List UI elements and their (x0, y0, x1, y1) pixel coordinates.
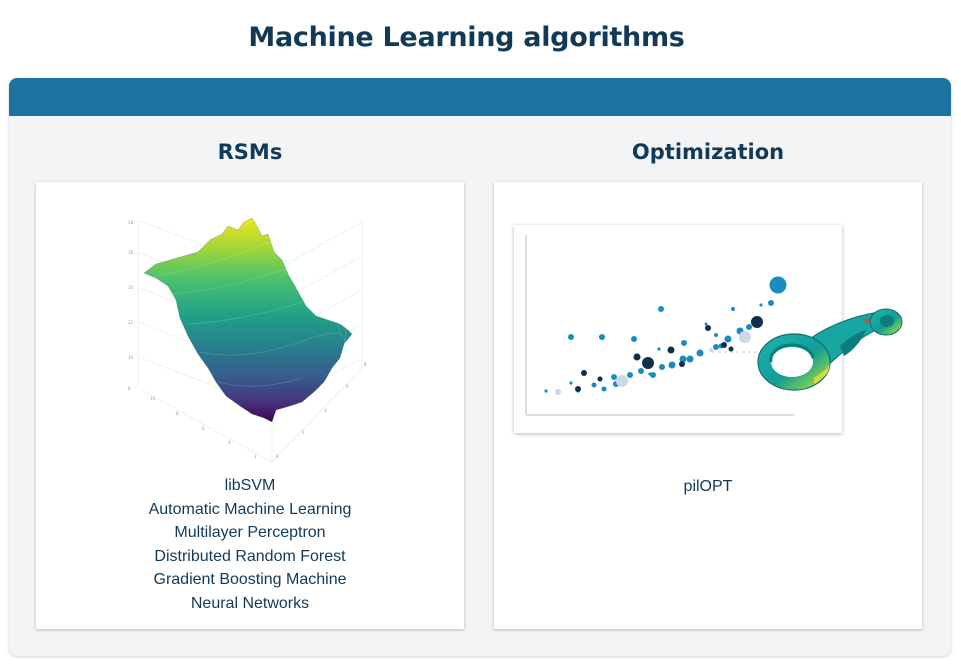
svg-text:6: 6 (202, 426, 205, 431)
svg-text:4: 4 (324, 408, 327, 413)
optimization-title: Optimization (631, 140, 785, 164)
svg-text:16: 16 (128, 250, 134, 255)
surface-plot-icon: 18 16 14 12 10 8 10 8 6 4 2 0 2 4 6 8 (128, 217, 367, 462)
page-title: Machine Learning algorithms (248, 22, 685, 53)
list-item: Multilayer Perceptron (174, 524, 326, 542)
list-item: Distributed Random Forest (154, 547, 346, 565)
panel-header-bar (9, 78, 951, 116)
mechanical-part-icon (757, 308, 903, 391)
svg-text:14: 14 (128, 285, 134, 290)
svg-text:12: 12 (128, 320, 134, 325)
rsms-title: RSMs (217, 140, 283, 164)
svg-text:0: 0 (276, 454, 279, 459)
svg-text:10: 10 (150, 396, 156, 401)
list-item: Neural Networks (190, 594, 310, 612)
svg-text:8: 8 (128, 386, 131, 391)
list-item: Automatic Machine Learning (148, 500, 352, 518)
svg-text:2: 2 (302, 430, 305, 435)
svg-text:10: 10 (128, 355, 134, 360)
scatter-plot-icon (525, 235, 794, 416)
svg-text:18: 18 (128, 220, 134, 225)
optimization-figure (514, 225, 842, 433)
svg-text:6: 6 (346, 384, 349, 389)
svg-text:2: 2 (254, 454, 257, 459)
list-item: libSVM (224, 477, 276, 494)
list-item: Gradient Boosting Machine (153, 571, 347, 589)
algorithms-panel: RSMs Optimization (9, 78, 951, 656)
rsms-card: 18 16 14 12 10 8 10 8 6 4 2 0 2 4 6 8 libSVM Autom… (36, 182, 464, 629)
pilopt-label: pilOPT (683, 478, 733, 495)
svg-text:8: 8 (176, 411, 179, 416)
rsms-algorithm-list: libSVM Automatic Machine Learning Multil… (36, 474, 464, 616)
svg-text:8: 8 (364, 362, 367, 367)
optimization-card: pilOPT (494, 182, 922, 629)
svg-text:4: 4 (228, 440, 231, 445)
